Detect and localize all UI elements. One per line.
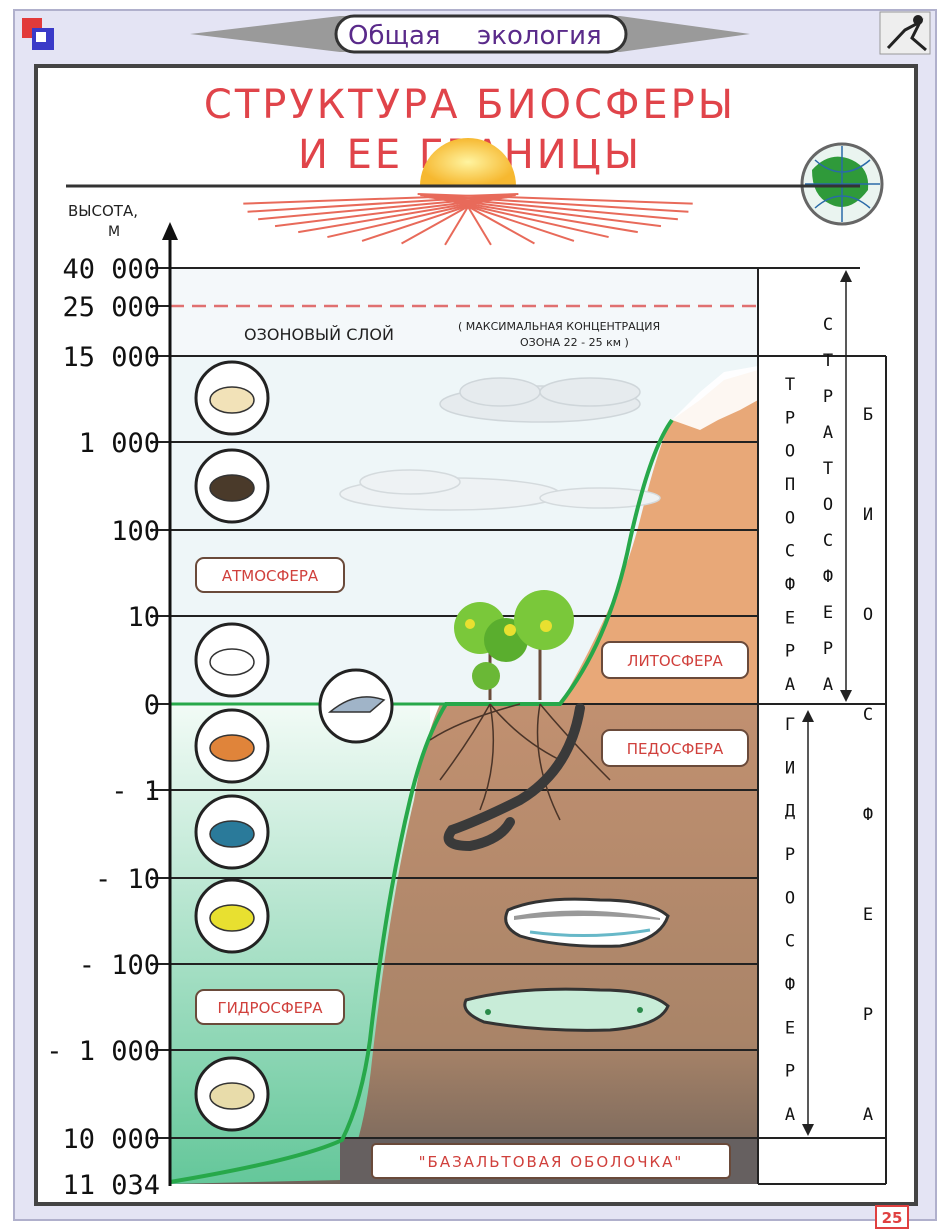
page-number-badge[interactable]: 25 xyxy=(876,1206,908,1228)
eagle-icon xyxy=(196,450,268,522)
y-tick-label: - 100 xyxy=(79,950,160,981)
y-tick-label: 40 000 xyxy=(62,254,160,285)
y-tick-label: 25 000 xyxy=(62,292,160,323)
pedosphere-label: ПЕДОСФЕРА xyxy=(627,740,724,758)
ram-icon xyxy=(196,362,268,434)
octopus-icon xyxy=(196,710,268,782)
y-tick-label: 10 000 xyxy=(62,1124,160,1155)
y-tick-label: 100 xyxy=(111,516,160,547)
lithosphere-label: ЛИТОСФЕРА xyxy=(627,652,723,670)
gull-icon xyxy=(196,624,268,696)
ozone-note-line2: ОЗОНА 22 - 25 км ) xyxy=(520,336,629,349)
y-axis-label-line2: М xyxy=(108,224,120,240)
ozone-layer-label: ОЗОНОВЫЙ СЛОЙ xyxy=(244,325,394,344)
cave-pocket-upper xyxy=(506,899,668,946)
hydrosphere-label: ГИДРОСФЕРА xyxy=(217,999,323,1017)
basalt-label: "БАЗАЛЬТОВАЯ ОБОЛОЧКА" xyxy=(419,1153,684,1171)
flying-fish-icon xyxy=(320,670,392,742)
hydrosphere-label-box: ГИДРОСФЕРА xyxy=(196,990,344,1024)
fish-icon xyxy=(196,796,268,868)
deep-fish-icon xyxy=(196,880,268,952)
lithosphere-label-box: ЛИТОСФЕРА xyxy=(602,642,748,678)
y-axis-label-line1: ВЫСОТА, xyxy=(68,202,138,220)
y-tick-label: - 1 xyxy=(111,776,160,807)
y-tick-label: - 10 xyxy=(95,864,160,895)
header-title-word2: экология xyxy=(477,21,602,51)
diagram-title-line1: СТРУКТУРА БИОСФЕРЫ xyxy=(204,82,736,128)
y-tick-label: 0 xyxy=(144,690,160,721)
page-number[interactable]: 25 xyxy=(882,1209,903,1227)
atmosphere-label-box: АТМОСФЕРА xyxy=(196,558,344,592)
y-tick-label: 1 000 xyxy=(79,428,160,459)
basalt-label-box: "БАЗАЛЬТОВАЯ ОБОЛОЧКА" xyxy=(372,1144,730,1178)
y-tick-label: 15 000 xyxy=(62,342,160,373)
globe-icon xyxy=(802,144,882,224)
header-title-word1: Общая xyxy=(348,21,441,51)
y-tick-label: 11 034 xyxy=(62,1170,160,1201)
y-tick-label: - 1 000 xyxy=(46,1036,160,1067)
sponge-icon xyxy=(196,1058,268,1130)
pedosphere-label-box: ПЕДОСФЕРА xyxy=(602,730,748,766)
figure-icon[interactable] xyxy=(880,12,930,54)
atmosphere-label: АТМОСФЕРА xyxy=(222,567,319,585)
cave-pocket-lower xyxy=(465,989,668,1030)
y-tick-label: 10 xyxy=(127,602,160,633)
ozone-note-line1: ( МАКСИМАЛЬНАЯ КОНЦЕНТРАЦИЯ xyxy=(458,320,660,333)
